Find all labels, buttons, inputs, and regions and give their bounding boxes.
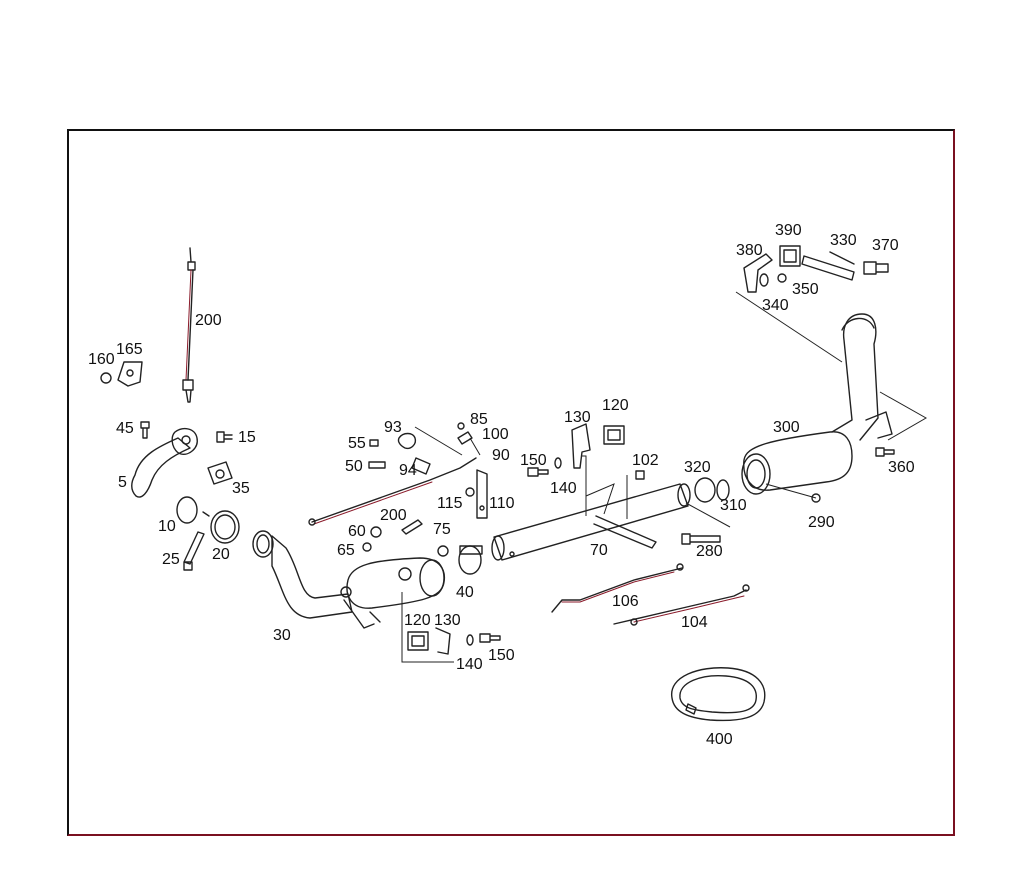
callout-200-lower: 200	[380, 507, 407, 524]
cable-104-part[interactable]	[613, 584, 750, 626]
callout-20: 20	[212, 546, 230, 563]
clamp-20-part[interactable]	[202, 510, 240, 544]
callout-320: 320	[684, 459, 711, 476]
callout-150-lower: 150	[488, 647, 515, 664]
callout-65: 65	[337, 542, 355, 559]
rear-hanger-part[interactable]	[735, 245, 928, 441]
bolt-25-part[interactable]	[183, 531, 205, 571]
callout-140-lower: 140	[456, 656, 483, 673]
callout-130-lower: 130	[434, 612, 461, 629]
callout-350: 350	[792, 281, 819, 298]
callout-120-lower: 120	[404, 612, 431, 629]
downpipe-5-part[interactable]	[131, 427, 198, 498]
callout-85: 85	[470, 411, 488, 428]
callout-106: 106	[612, 593, 639, 610]
callout-45: 45	[116, 420, 134, 437]
nut-102-part[interactable]	[626, 470, 645, 519]
bracket-110-115-part[interactable]	[465, 469, 488, 519]
callout-400: 400	[706, 731, 733, 748]
callout-330: 330	[830, 232, 857, 249]
callout-30: 30	[273, 627, 291, 644]
callout-340: 340	[762, 297, 789, 314]
callout-100: 100	[482, 426, 509, 443]
callout-380: 380	[736, 242, 763, 259]
callout-300: 300	[773, 419, 800, 436]
oxygen-sensor-part[interactable]	[182, 247, 196, 403]
callout-150-upper: 150	[520, 452, 547, 469]
bolt-45-part[interactable]	[140, 421, 150, 439]
catalytic-converter-part[interactable]	[340, 557, 446, 629]
cable-106-part[interactable]	[551, 563, 684, 613]
callout-290: 290	[808, 514, 835, 531]
callout-25: 25	[162, 551, 180, 568]
callout-10: 10	[158, 518, 176, 535]
callout-310: 310	[720, 497, 747, 514]
hanger-set-lower-part[interactable]	[401, 592, 501, 663]
callout-110: 110	[489, 495, 515, 512]
bolt-15-part[interactable]	[216, 431, 233, 443]
callout-102: 102	[632, 452, 659, 469]
callout-55: 55	[348, 435, 366, 452]
ring-10-part[interactable]	[176, 496, 198, 524]
callout-40: 40	[456, 584, 474, 601]
front-pipe-30-part[interactable]	[252, 530, 353, 619]
rod-bracket-part[interactable]	[308, 422, 481, 526]
callout-360: 360	[888, 459, 915, 476]
callout-75: 75	[433, 521, 451, 538]
diagram-frame	[67, 129, 955, 836]
callout-120-upper: 120	[602, 397, 629, 414]
callout-94: 94	[399, 462, 417, 479]
callout-165: 165	[116, 341, 143, 358]
bolt-360-part[interactable]	[875, 447, 895, 457]
callout-15: 15	[238, 429, 256, 446]
callout-35: 35	[232, 480, 250, 497]
callout-140-upper: 140	[550, 480, 577, 497]
gasket-35-part[interactable]	[207, 461, 233, 485]
hanger-set-upper-part[interactable]	[527, 423, 625, 516]
callout-104: 104	[681, 614, 708, 631]
clamp-40-part[interactable]	[458, 545, 483, 575]
callout-93: 93	[384, 419, 402, 436]
callout-5: 5	[118, 474, 127, 491]
ring-400-part[interactable]	[671, 667, 766, 722]
plug-60-65-part[interactable]	[362, 526, 382, 552]
callout-60: 60	[348, 523, 366, 540]
callout-115: 115	[437, 495, 463, 512]
ring-310-320-part[interactable]	[685, 477, 731, 528]
callout-160: 160	[88, 351, 115, 368]
sensor-200-75-part[interactable]	[398, 519, 449, 581]
bracket-160-165-part[interactable]	[100, 361, 143, 387]
middle-pipe-70-part[interactable]	[491, 483, 691, 561]
callout-130-upper: 130	[564, 409, 591, 426]
callout-labels: 200 160 165 45 15 5 35 10 20 25 30 93 85…	[88, 222, 915, 748]
callout-370: 370	[872, 237, 899, 254]
callout-90: 90	[492, 447, 510, 464]
callout-70: 70	[590, 542, 608, 559]
callout-280: 280	[696, 543, 723, 560]
bolt-280-part[interactable]	[681, 533, 721, 545]
callout-200-top: 200	[195, 312, 222, 329]
callout-390: 390	[775, 222, 802, 239]
callout-50: 50	[345, 458, 363, 475]
muffler-300-part[interactable]	[741, 313, 893, 503]
